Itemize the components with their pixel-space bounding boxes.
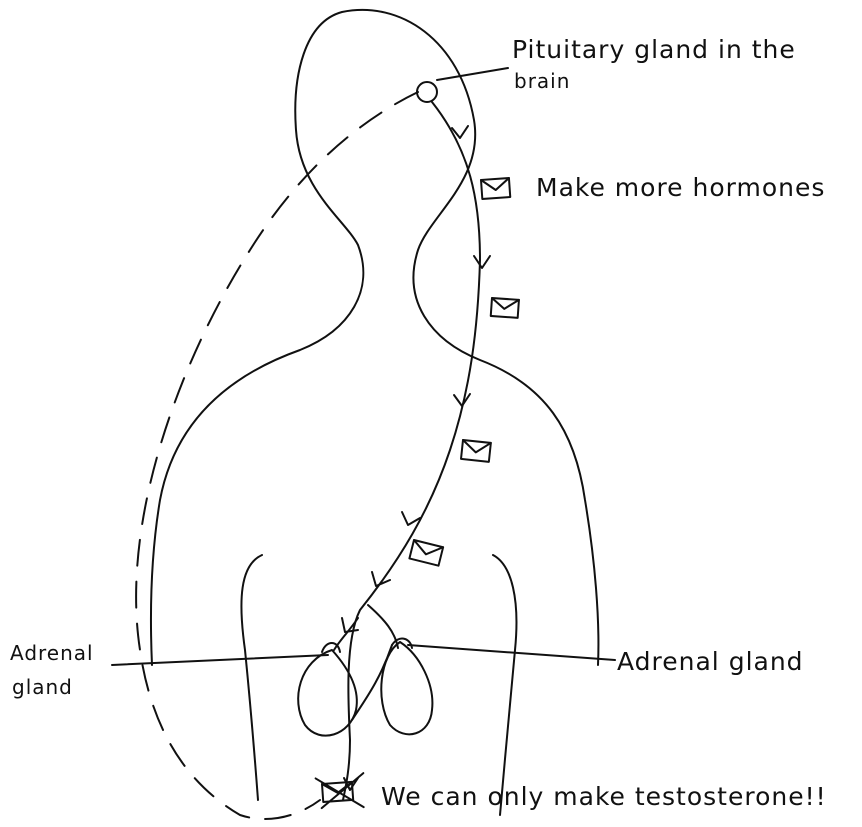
envelope-icon xyxy=(409,540,443,566)
adrenal-left-pointer xyxy=(112,655,328,665)
adrenal-left-label-line1: Adrenal xyxy=(10,641,94,665)
pituitary-label-line2: brain xyxy=(514,69,570,93)
right-arm-line xyxy=(493,555,516,815)
pituitary-pointer xyxy=(437,68,508,80)
envelope-icon xyxy=(461,440,491,462)
body-outline xyxy=(151,10,598,665)
testosterone-label: We can only make testosterone!! xyxy=(381,782,827,811)
signal-label: Make more hormones xyxy=(536,173,825,202)
adrenal-right-pointer xyxy=(408,645,615,660)
envelope-icon xyxy=(491,298,519,318)
pituitary-gland xyxy=(417,82,437,102)
envelope-icon xyxy=(481,178,510,199)
hormone-pathway xyxy=(343,102,480,800)
left-arm-line xyxy=(241,555,262,800)
pituitary-label-line1: Pituitary gland in the xyxy=(512,35,796,64)
adrenal-left-label-line2: gland xyxy=(12,675,73,699)
crossed-envelope-icon xyxy=(315,773,365,810)
arrowhead-icon xyxy=(474,256,490,268)
pathway-branch-cross xyxy=(352,645,392,720)
adrenal-right-label: Adrenal gland xyxy=(617,647,804,676)
feedback-loop xyxy=(136,92,418,819)
arrowhead-icon xyxy=(454,394,470,406)
pathway-branch-left xyxy=(334,618,358,650)
